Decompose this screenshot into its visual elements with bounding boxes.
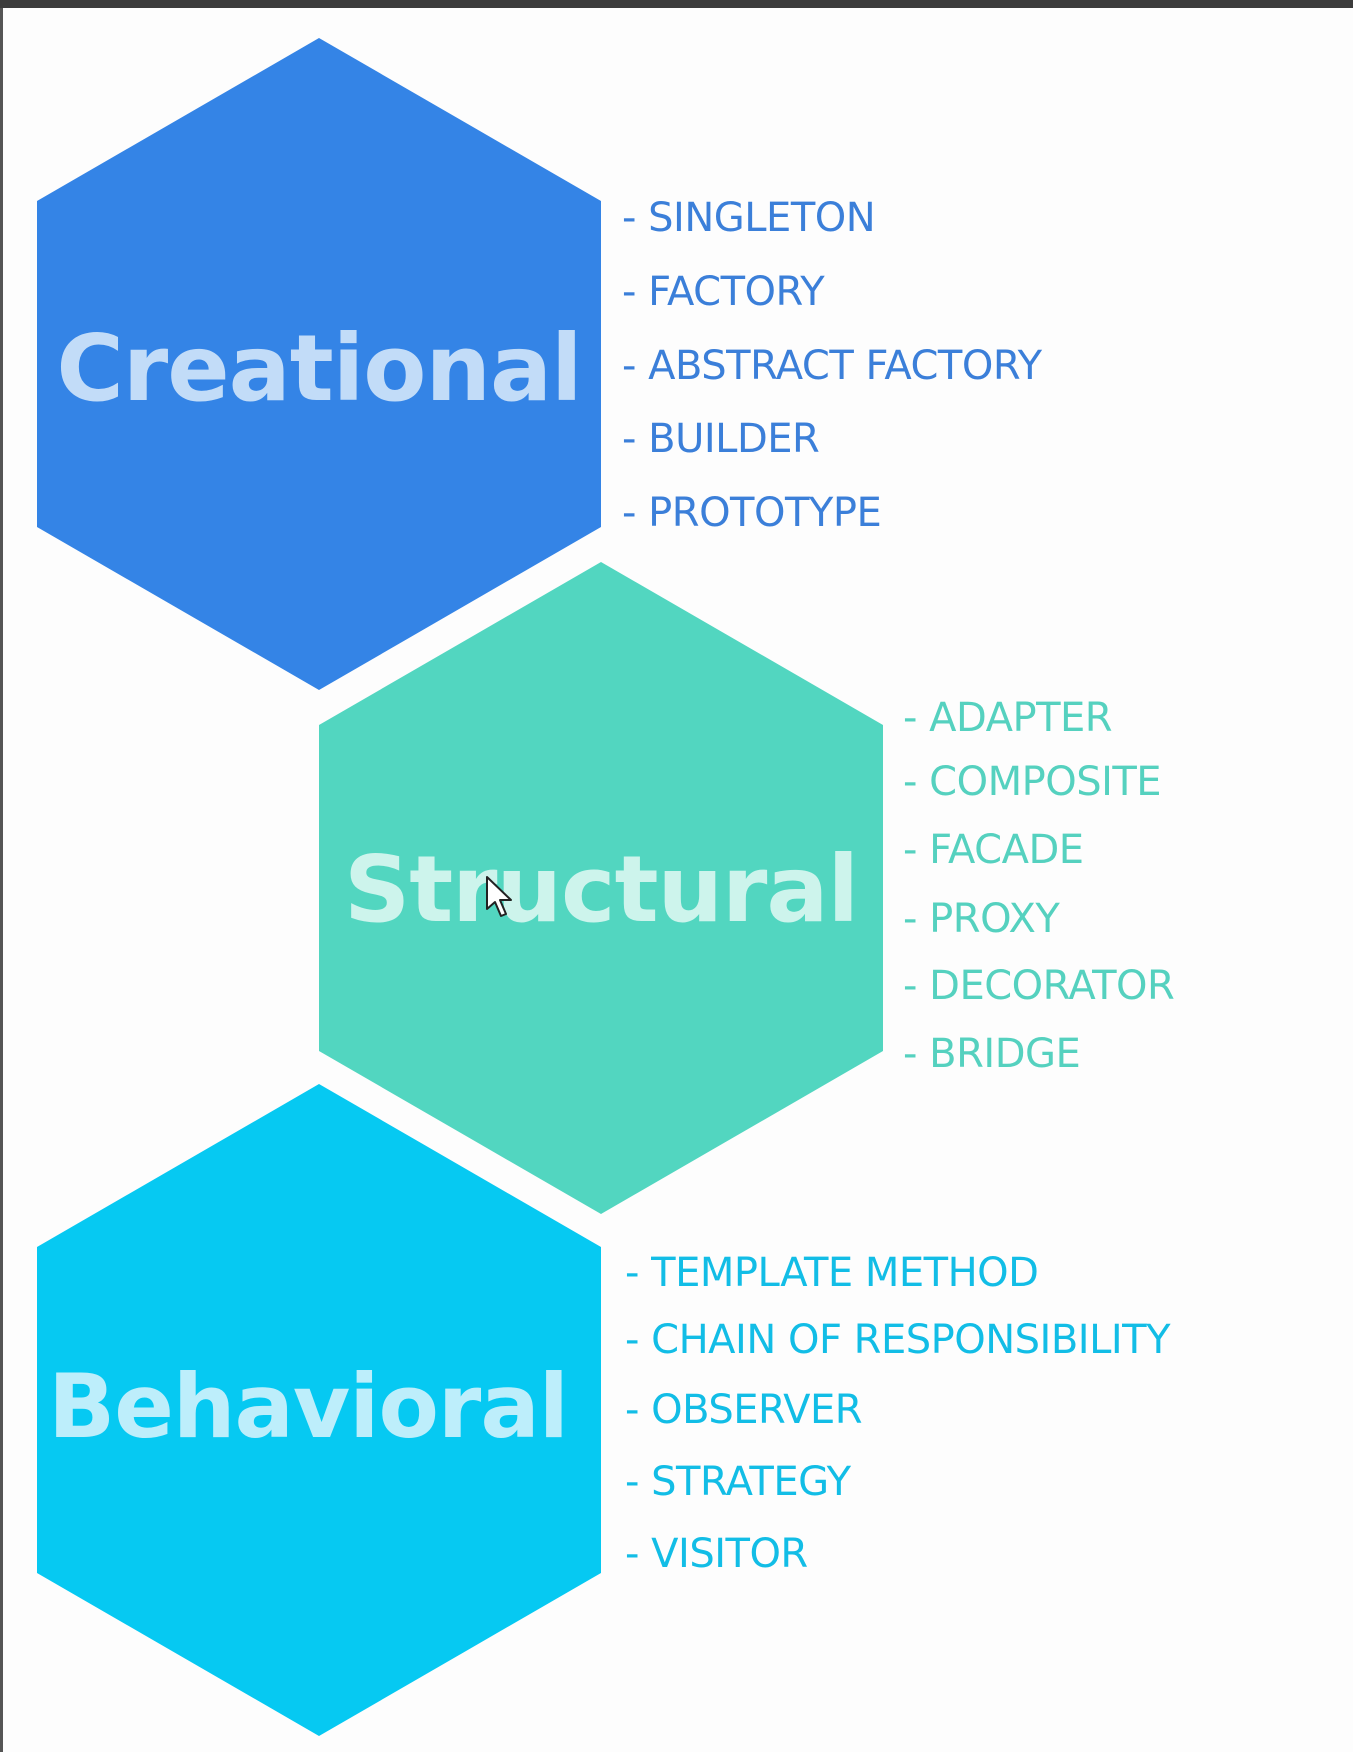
list-item: ABSTRACT FACTORY	[622, 343, 1042, 389]
list-item: DECORATOR	[903, 963, 1175, 1009]
structural-title: Structural	[344, 836, 858, 943]
list-item: BRIDGE	[903, 1031, 1081, 1077]
mouse-pointer-icon	[486, 876, 512, 917]
list-item: BUILDER	[622, 416, 820, 462]
list-item: PROXY	[903, 896, 1060, 942]
list-item: FACADE	[903, 827, 1084, 873]
creational-title: Creational	[56, 315, 581, 422]
behavioral-title: Behavioral	[48, 1355, 568, 1458]
list-item: VISITOR	[625, 1531, 808, 1577]
creational-hexagon	[37, 38, 601, 690]
list-item: STRATEGY	[625, 1459, 851, 1505]
list-item: PROTOTYPE	[622, 490, 882, 536]
list-item: SINGLETON	[622, 195, 876, 241]
list-item: FACTORY	[622, 269, 825, 315]
list-item: COMPOSITE	[903, 759, 1161, 805]
list-item: OBSERVER	[625, 1387, 862, 1433]
list-item: ADAPTER	[903, 695, 1112, 741]
structural-hexagon	[319, 562, 883, 1214]
list-item: TEMPLATE METHOD	[625, 1250, 1039, 1296]
list-item: CHAIN OF RESPONSIBILITY	[625, 1317, 1170, 1363]
behavioral-hexagon	[37, 1084, 601, 1736]
